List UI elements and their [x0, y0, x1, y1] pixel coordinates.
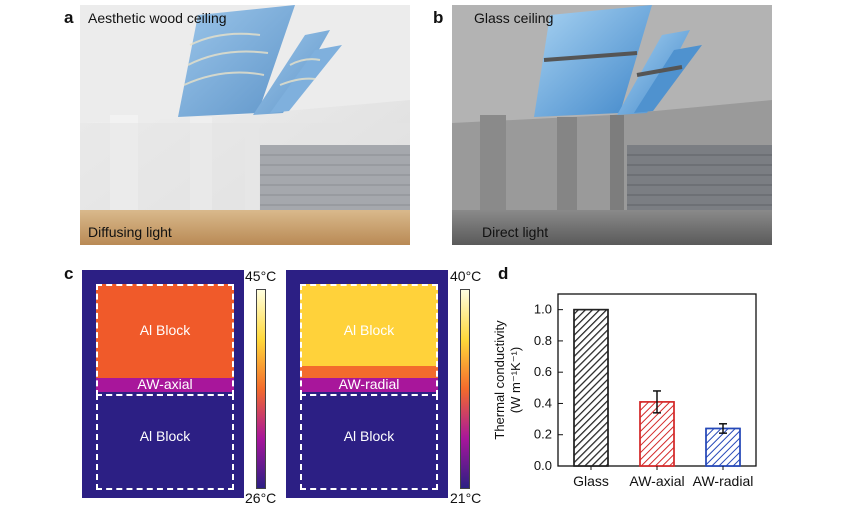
panel-a-letter: a [64, 8, 74, 27]
panel-d-letter: d [498, 264, 509, 283]
aw-axial-region [96, 378, 234, 392]
al-block-bottom-label: Al Block [343, 428, 395, 444]
y-tick-label: 0.8 [534, 333, 552, 348]
thermal-conductivity-bar-chart: 0.0 0.2 0.4 0.6 0.8 1.0 Glass AW-axial AW-radia… [492, 293, 757, 489]
aw-radial-label: AW-radial [338, 376, 400, 392]
aw-radial-region [300, 378, 438, 392]
panel-b-letter: b [433, 8, 444, 27]
thermal-image-axial: Al Block AW-axial Al Block [82, 270, 244, 498]
aw-axial-label: AW-axial [137, 376, 193, 392]
panel-b-image [452, 5, 772, 245]
wood-ceiling-room-illustration [80, 5, 410, 245]
y-axis-unit-label: (W m⁻¹K⁻¹) [508, 347, 523, 413]
colorbar-axial-max: 45°C [245, 268, 277, 284]
al-block-bottom-label: Al Block [139, 428, 191, 444]
colorbar-radial-min: 21°C [450, 490, 482, 506]
bar-aw-radial [705, 427, 741, 467]
colorbar-axial-min: 26°C [245, 490, 277, 506]
thermal-image-radial: Al Block AW-radial Al Block [286, 270, 448, 498]
y-tick-label: 0.0 [534, 458, 552, 473]
colorbar-radial [460, 289, 470, 489]
y-tick-label: 0.6 [534, 364, 552, 379]
y-tick-label: 0.2 [534, 427, 552, 442]
al-block-top-hot-region [96, 284, 234, 380]
panel-a-image [80, 5, 410, 245]
y-axis-label: Thermal conductivity [492, 320, 507, 440]
al-block-top-hot-region [300, 284, 438, 372]
colorbar-axial [256, 289, 266, 489]
panel-b-title: Glass ceiling [474, 10, 554, 26]
colorbar-radial-max: 40°C [450, 268, 482, 284]
y-tick-label: 1.0 [534, 302, 552, 317]
glass-ceiling-room-illustration [452, 5, 772, 245]
x-category-label: AW-axial [629, 473, 684, 489]
panel-c-letter: c [64, 264, 74, 283]
x-category-label: Glass [573, 473, 609, 489]
x-category-label: AW-radial [693, 473, 754, 489]
y-tick-label: 0.4 [534, 395, 552, 410]
al-block-top-label: Al Block [139, 322, 191, 338]
al-block-top-transition [300, 366, 438, 378]
al-block-bottom-outline [300, 394, 438, 490]
bar-glass [573, 308, 609, 467]
al-block-top-label: Al Block [343, 322, 395, 338]
al-block-bottom-outline [96, 394, 234, 490]
panel-a-caption: Diffusing light [88, 224, 172, 240]
panel-b-caption: Direct light [482, 224, 549, 240]
panel-a-title: Aesthetic wood ceiling [88, 10, 227, 26]
